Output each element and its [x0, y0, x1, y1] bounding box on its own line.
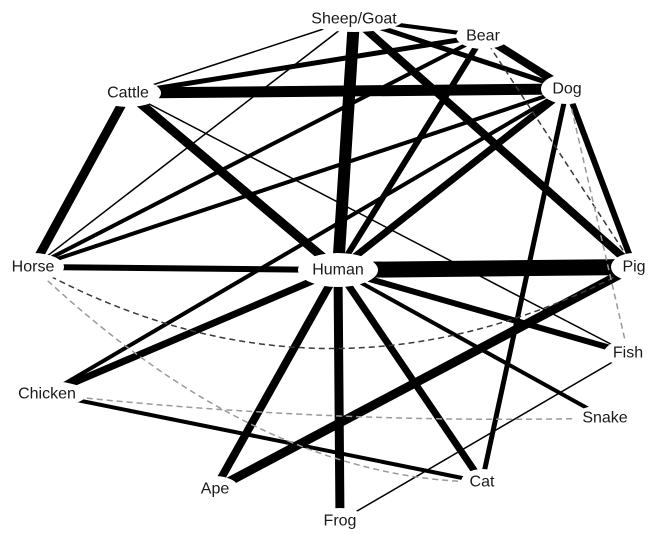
edge-human-pig — [337, 259, 635, 278]
node-label-frog: Frog — [324, 513, 357, 530]
node-ellipse-chicken — [7, 381, 87, 407]
node-label-sheep_goat: Sheep/Goat — [311, 11, 397, 28]
node-ellipse-cattle — [95, 79, 161, 107]
node-ellipse-pig — [611, 253, 657, 281]
edge-dog-pig — [564, 87, 637, 269]
edge-human-fish — [337, 267, 629, 356]
node-label-chicken: Chicken — [18, 386, 76, 403]
edge-chicken-cat — [46, 392, 483, 484]
node-label-cat: Cat — [470, 474, 495, 491]
node-label-dog: Dog — [552, 81, 581, 98]
node-ellipse-horse — [2, 253, 64, 281]
node-label-snake: Snake — [582, 410, 627, 427]
node-chicken: Chicken — [7, 381, 87, 407]
edge-horse-pig — [32, 266, 635, 350]
edge-horse-cat — [32, 266, 483, 483]
edge-dog-cat — [479, 88, 570, 483]
node-ellipse-fish — [604, 340, 652, 366]
node-frog: Frog — [314, 508, 366, 534]
edge-cattle-bear — [127, 33, 484, 96]
node-ellipse-ape — [191, 476, 239, 502]
edge-horse-sheep_goat — [32, 18, 355, 268]
node-cattle: Cattle — [95, 79, 161, 107]
edge-sheep_goat-dog — [353, 16, 568, 92]
edge-horse-dog — [32, 87, 568, 269]
edge-chicken-dog — [45, 87, 569, 396]
edge-horse-cattle — [29, 90, 132, 270]
edge-human-cat — [335, 268, 485, 484]
node-cat: Cat — [461, 469, 503, 495]
edge-human-snake — [337, 268, 606, 420]
edge-horse-bear — [32, 34, 484, 269]
node-sheep_goat: Sheep/Goat — [304, 6, 404, 32]
edge-bear-pig — [482, 35, 635, 268]
node-ellipse-snake — [573, 405, 637, 431]
node-ellipse-cat — [461, 469, 503, 495]
edge-sheep_goat-cattle — [127, 18, 355, 94]
node-ellipse-human — [298, 253, 378, 287]
edge-sheep_goat-human — [332, 18, 360, 271]
edge-dog-fish — [566, 88, 629, 354]
node-ellipse-sheep_goat — [304, 6, 404, 32]
edge-chicken-snake — [46, 393, 606, 421]
node-bear: Bear — [456, 23, 510, 49]
edge-ape-pig — [212, 263, 637, 493]
node-horse: Horse — [2, 253, 64, 281]
node-fish: Fish — [604, 340, 652, 366]
edge-cattle-human — [125, 89, 341, 274]
node-dog: Dog — [541, 74, 593, 104]
edge-cattle-dog — [127, 83, 568, 99]
edge-human-dog — [335, 86, 570, 273]
edge-horse-human — [32, 264, 339, 273]
node-human: Human — [298, 253, 378, 287]
edge-chicken-human — [45, 266, 340, 398]
edge-frog-fish — [339, 352, 629, 522]
edge-human-ape — [211, 268, 342, 491]
node-label-human: Human — [312, 262, 364, 279]
edge-cattle-fish — [127, 92, 629, 354]
node-ellipse-bear — [456, 23, 510, 49]
node-label-cattle: Cattle — [107, 85, 149, 102]
edges-layer — [29, 16, 637, 522]
node-ape: Ape — [191, 476, 239, 502]
node-label-pig: Pig — [622, 259, 645, 276]
node-ellipse-dog — [541, 74, 593, 104]
node-label-bear: Bear — [466, 28, 500, 45]
node-pig: Pig — [611, 253, 657, 281]
node-label-fish: Fish — [613, 345, 643, 362]
edge-human-bear — [335, 34, 486, 272]
node-label-horse: Horse — [12, 259, 55, 276]
node-ellipse-frog — [314, 508, 366, 534]
edge-human-frog — [333, 269, 345, 522]
node-snake: Snake — [573, 405, 637, 431]
node-label-ape: Ape — [201, 481, 230, 498]
